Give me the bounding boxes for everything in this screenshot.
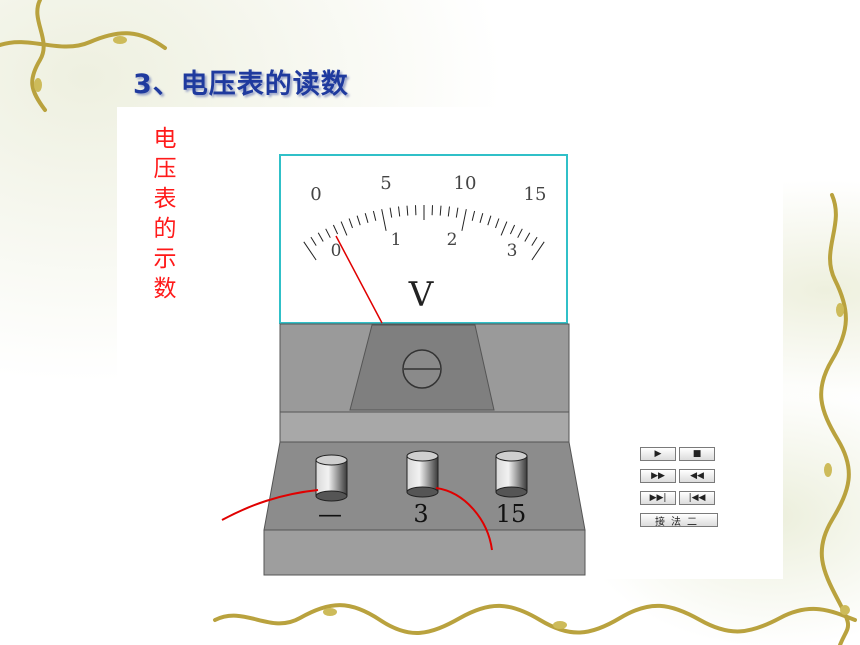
upper-scale-label: 10 bbox=[454, 173, 477, 194]
dial-face bbox=[279, 154, 568, 324]
scale-tick bbox=[364, 213, 369, 223]
scale-tick bbox=[381, 209, 387, 231]
lower-scale-label: 2 bbox=[447, 230, 458, 250]
scale-tick bbox=[461, 209, 467, 231]
skip-prev-icon: |◀◀ bbox=[688, 493, 706, 503]
scale-tick bbox=[471, 210, 476, 221]
method-two-button[interactable]: 接法二 bbox=[640, 513, 718, 528]
terminal-15v[interactable] bbox=[495, 450, 528, 498]
scale-tick bbox=[372, 210, 377, 221]
slide-title: 3、电压表的读数 bbox=[133, 69, 349, 100]
skip-next-icon: ▶▶| bbox=[649, 493, 667, 503]
rewind-button[interactable]: ◀◀ bbox=[679, 469, 715, 483]
skip-next-button[interactable]: ▶▶| bbox=[640, 491, 676, 505]
fast-forward-icon: ▶▶ bbox=[651, 471, 665, 481]
play-button[interactable]: ▶ bbox=[640, 447, 676, 461]
scale-tick bbox=[325, 228, 331, 238]
scale-tick bbox=[531, 241, 545, 261]
scale-tick bbox=[531, 236, 538, 246]
fast-forward-button[interactable]: ▶▶ bbox=[640, 469, 676, 483]
stop-button[interactable]: ■ bbox=[679, 447, 715, 461]
side-label-char: 电 bbox=[153, 126, 177, 152]
scale-tick bbox=[389, 207, 393, 218]
scale-tick bbox=[455, 207, 459, 218]
terminal-label: 15 bbox=[496, 500, 527, 528]
side-label-char: 数 bbox=[153, 276, 177, 302]
lower-scale-label: 3 bbox=[507, 241, 518, 261]
scale-tick bbox=[500, 221, 508, 236]
scale-tick bbox=[398, 206, 401, 217]
terminal-label: 3 bbox=[413, 500, 428, 528]
scale-tick bbox=[487, 215, 492, 226]
scale-tick bbox=[310, 236, 317, 246]
wire-negative bbox=[221, 489, 319, 521]
animation-controls: ▶ ■ ▶▶ ◀◀ ▶▶| |◀◀ 接法二 bbox=[640, 447, 720, 528]
side-label: 电 压 表 的 示 数 bbox=[150, 124, 180, 304]
scale-tick bbox=[356, 215, 361, 226]
scale-tick bbox=[517, 228, 523, 238]
scale-tick bbox=[479, 213, 484, 223]
scale-tick bbox=[439, 205, 442, 216]
upper-scale-label: 0 bbox=[310, 184, 321, 205]
scale-tick bbox=[509, 224, 516, 235]
terminal-label: — bbox=[318, 500, 342, 528]
meter-base bbox=[263, 529, 586, 576]
scale-tick bbox=[524, 232, 531, 242]
play-icon: ▶ bbox=[654, 449, 662, 459]
side-label-char: 压 bbox=[153, 156, 177, 182]
terminal-3v[interactable] bbox=[406, 450, 439, 498]
terminal-negative[interactable] bbox=[315, 454, 348, 502]
upper-scale-label: 15 bbox=[524, 184, 547, 205]
side-label-char: 的 bbox=[153, 216, 177, 242]
scale-tick bbox=[303, 241, 317, 261]
scale-tick bbox=[406, 205, 409, 216]
stop-icon: ■ bbox=[692, 449, 702, 459]
meter-body-ledge bbox=[279, 411, 570, 443]
lower-scale-label: 1 bbox=[391, 230, 402, 250]
side-label-char: 示 bbox=[153, 246, 177, 272]
lower-scale-label: 0 bbox=[331, 241, 342, 261]
scale-tick bbox=[495, 218, 500, 229]
scale-tick bbox=[340, 221, 348, 236]
upper-scale-label: 5 bbox=[380, 173, 391, 194]
unit-label: V bbox=[408, 275, 435, 315]
skip-prev-button[interactable]: |◀◀ bbox=[679, 491, 715, 505]
scale-ticks bbox=[303, 205, 545, 261]
scale-tick bbox=[332, 224, 339, 235]
wire-3v bbox=[435, 487, 493, 551]
rewind-icon: ◀◀ bbox=[690, 471, 704, 481]
scale-tick bbox=[447, 206, 450, 217]
scale-tick bbox=[348, 218, 353, 229]
scale-tick bbox=[317, 232, 324, 242]
side-label-char: 表 bbox=[153, 186, 177, 212]
voltmeter: 0 5 10 15 0 1 2 3 V bbox=[221, 154, 586, 576]
meter-needle bbox=[335, 235, 383, 324]
